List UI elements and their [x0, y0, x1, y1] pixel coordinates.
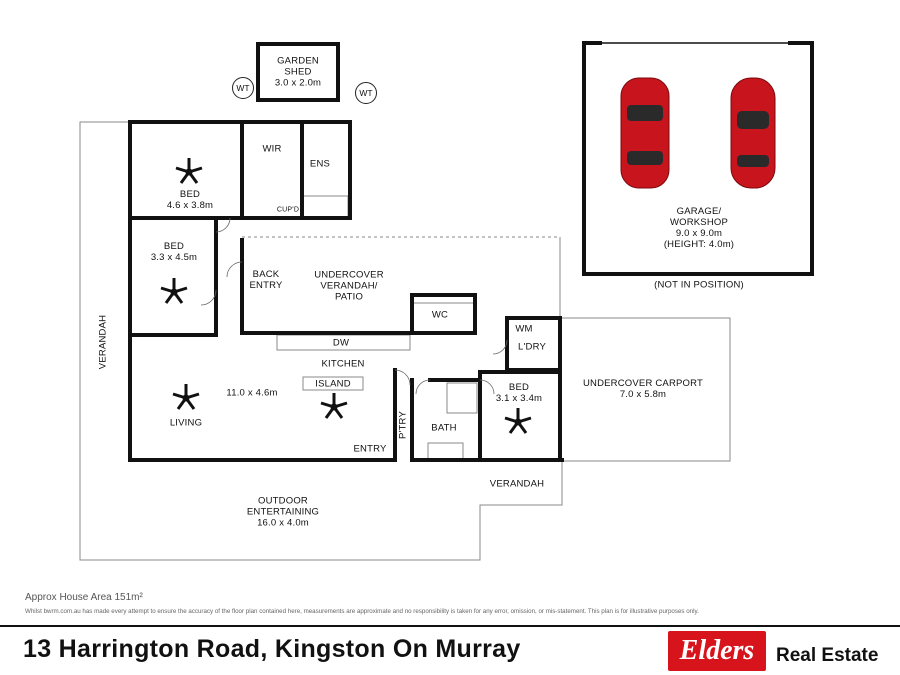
ensuite-label: ENS — [309, 158, 331, 170]
carport-outline — [560, 317, 731, 462]
elders-logo: Elders — [668, 631, 766, 671]
water-tank-right: WT — [355, 82, 377, 104]
property-address: 13 Harrington Road, Kingston On Murray — [23, 635, 521, 663]
wm-label: WM — [515, 323, 533, 335]
laundry-label: L'DRY — [518, 341, 546, 353]
verandah-front-label: VERANDAH — [489, 478, 545, 490]
island-label: ISLAND — [315, 378, 351, 390]
island-bench — [302, 376, 364, 391]
footer-divider — [0, 625, 900, 627]
car-right — [730, 77, 776, 189]
bathtub — [302, 195, 349, 219]
garage-walls — [582, 41, 814, 276]
living-size-label: 11.0 x 4.6m — [226, 387, 278, 399]
laundry-walls — [505, 316, 562, 372]
not-in-position-label: (NOT IN POSITION) — [654, 279, 744, 291]
disclaimer: Whilst bwrm.com.au has made every attemp… — [25, 608, 699, 615]
water-tank-left: WT — [232, 77, 254, 99]
living-label: LIVING — [169, 417, 203, 429]
wc-label: WC — [431, 309, 449, 321]
bath-label: BATH — [431, 422, 457, 434]
verandah-side-label: VERANDAH — [97, 314, 109, 370]
car-left — [620, 77, 670, 189]
cupboard-label: CUP'D — [276, 206, 300, 214]
wir-label: WIR — [262, 143, 282, 155]
pantry-label: P'TRY — [397, 411, 409, 439]
garden-shed-walls — [256, 42, 340, 102]
floor-plan — [79, 41, 814, 561]
shower — [446, 382, 478, 414]
vanity — [427, 442, 464, 460]
brand-suffix: Real Estate — [776, 645, 879, 666]
ceiling-fans — [160, 158, 532, 434]
kitchen-label: KITCHEN — [321, 358, 365, 370]
house-area: Approx House Area 151m² — [25, 592, 143, 603]
entry-label: ENTRY — [353, 443, 387, 455]
verandah-outline — [79, 121, 563, 561]
dishwasher-label: DW — [332, 337, 350, 349]
